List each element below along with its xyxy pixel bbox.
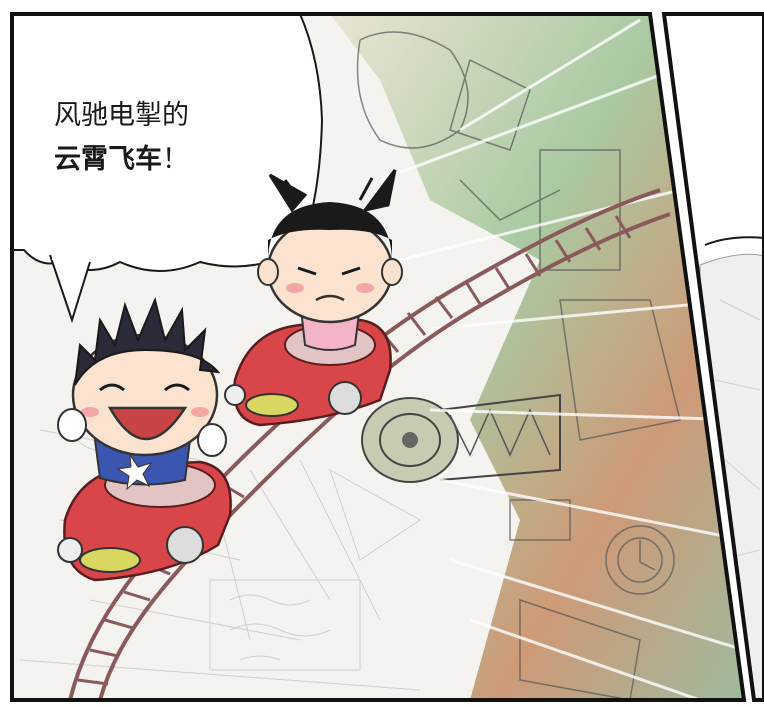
speech-emphasis: 云霄飞车 [54, 144, 162, 175]
speed-lines [379, 18, 744, 700]
boy-character [57, 296, 227, 491]
tower-machine [330, 14, 744, 700]
speech-bubble [12, 14, 324, 324]
panel-right-border [661, 12, 764, 702]
speech-text: 风驰电掣的 云霄飞车！ [54, 94, 189, 182]
speech-line-2: 云霄飞车！ [54, 138, 189, 182]
speech-line-1: 风驰电掣的 [54, 100, 189, 131]
speech-exclamation: ！ [162, 144, 189, 175]
girl-character [257, 169, 403, 351]
panel-left-border [10, 12, 747, 702]
pulley-wheel [361, 393, 561, 483]
